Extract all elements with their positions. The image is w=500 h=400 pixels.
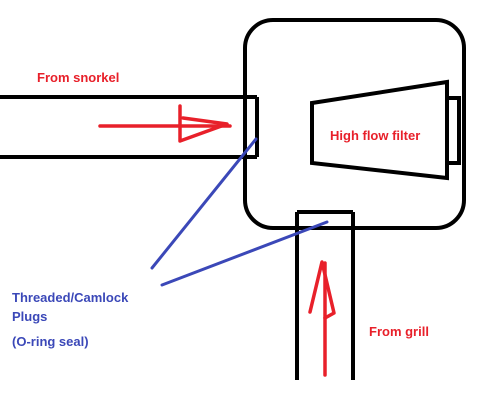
high-flow-filter xyxy=(310,79,461,181)
airbox-housing xyxy=(243,18,466,230)
grill-flow-arrow xyxy=(308,260,336,377)
plugs-label-line1: Threaded/Camlock xyxy=(12,290,129,305)
snorkel-flow-arrow xyxy=(98,104,232,143)
grill-inlet-tube xyxy=(295,210,355,380)
from-grill-label: From grill xyxy=(369,324,429,339)
plugs-label-line2: Plugs xyxy=(12,309,48,324)
pointer-to-snorkel-plug xyxy=(150,137,258,270)
plug-pointer-lines xyxy=(150,137,329,287)
from-snorkel-label: From snorkel xyxy=(37,70,120,85)
oring-seal-label: (O-ring seal) xyxy=(12,334,89,349)
high-flow-filter-label: High flow filter xyxy=(330,128,421,143)
pointer-to-grill-plug xyxy=(160,220,329,287)
snorkel-inlet-tube xyxy=(0,95,259,159)
